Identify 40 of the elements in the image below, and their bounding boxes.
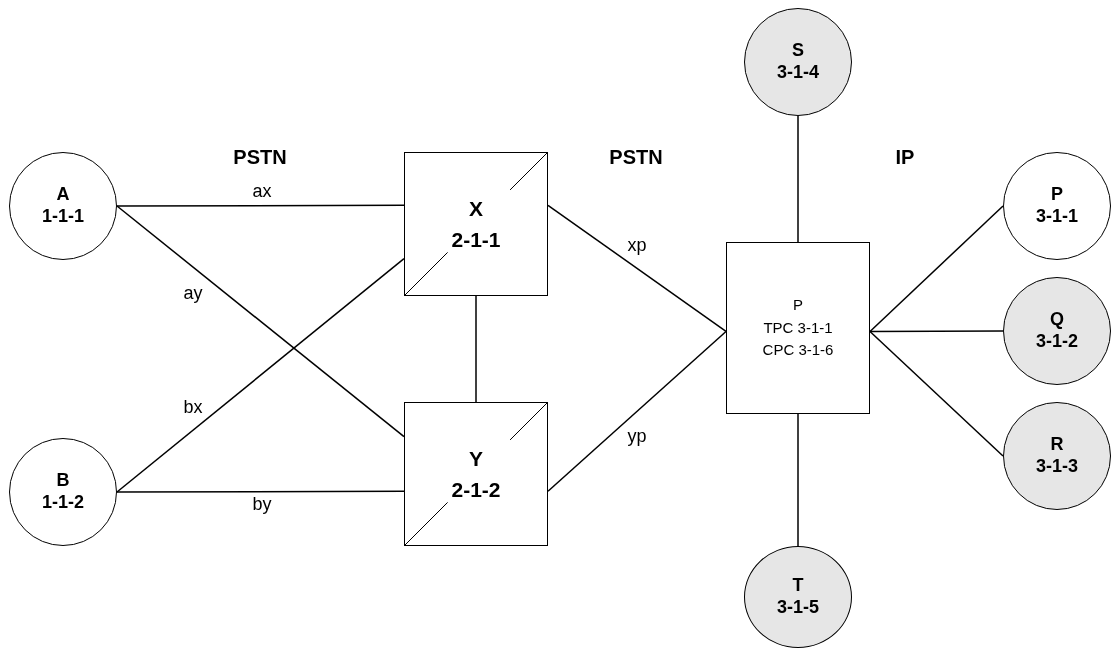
node-label: TPC 3-1-1 [763, 317, 833, 338]
connector-line [869, 330, 1004, 457]
node-label: 3-1-1 [1036, 206, 1078, 228]
node-label: 3-1-3 [1036, 456, 1078, 478]
node-label: 2-1-1 [451, 227, 501, 253]
connector-line [797, 115, 799, 243]
node-label: R [1050, 434, 1064, 456]
node-label: CPC 3-1-6 [762, 340, 834, 361]
node-label: B [56, 470, 70, 492]
node-label: 3-1-4 [777, 62, 819, 84]
node-label: Q [1050, 309, 1064, 331]
node-label: 3-1-2 [1036, 331, 1078, 353]
network-label: IP [895, 145, 915, 169]
connector-line [547, 204, 727, 333]
node-label: 1-1-1 [42, 206, 84, 228]
node-label: 3-1-5 [777, 597, 819, 619]
node-label: P [1051, 184, 1063, 206]
connector-line [116, 205, 405, 438]
node-label: 2-1-2 [451, 477, 501, 503]
network-label: PSTN [233, 145, 287, 169]
switch-box [404, 402, 548, 546]
node-label: T [792, 575, 804, 597]
node-label: Y [469, 445, 483, 472]
node-label: P [793, 295, 803, 316]
connector-line [869, 330, 1004, 333]
node-label: S [792, 40, 804, 62]
connector-line [869, 205, 1004, 333]
node-label: X [469, 195, 483, 222]
edge-label: by [252, 495, 272, 515]
connector-line [116, 490, 405, 493]
network-label: PSTN [609, 145, 663, 169]
gateway-box [726, 242, 870, 414]
node-label: 1-1-2 [42, 492, 84, 514]
connector-line [116, 204, 405, 207]
connector-line [797, 413, 799, 547]
connector-line [547, 330, 727, 493]
connector-line [116, 257, 405, 493]
connector-line [475, 295, 477, 403]
node-label: A [56, 184, 70, 206]
switch-box [404, 152, 548, 296]
